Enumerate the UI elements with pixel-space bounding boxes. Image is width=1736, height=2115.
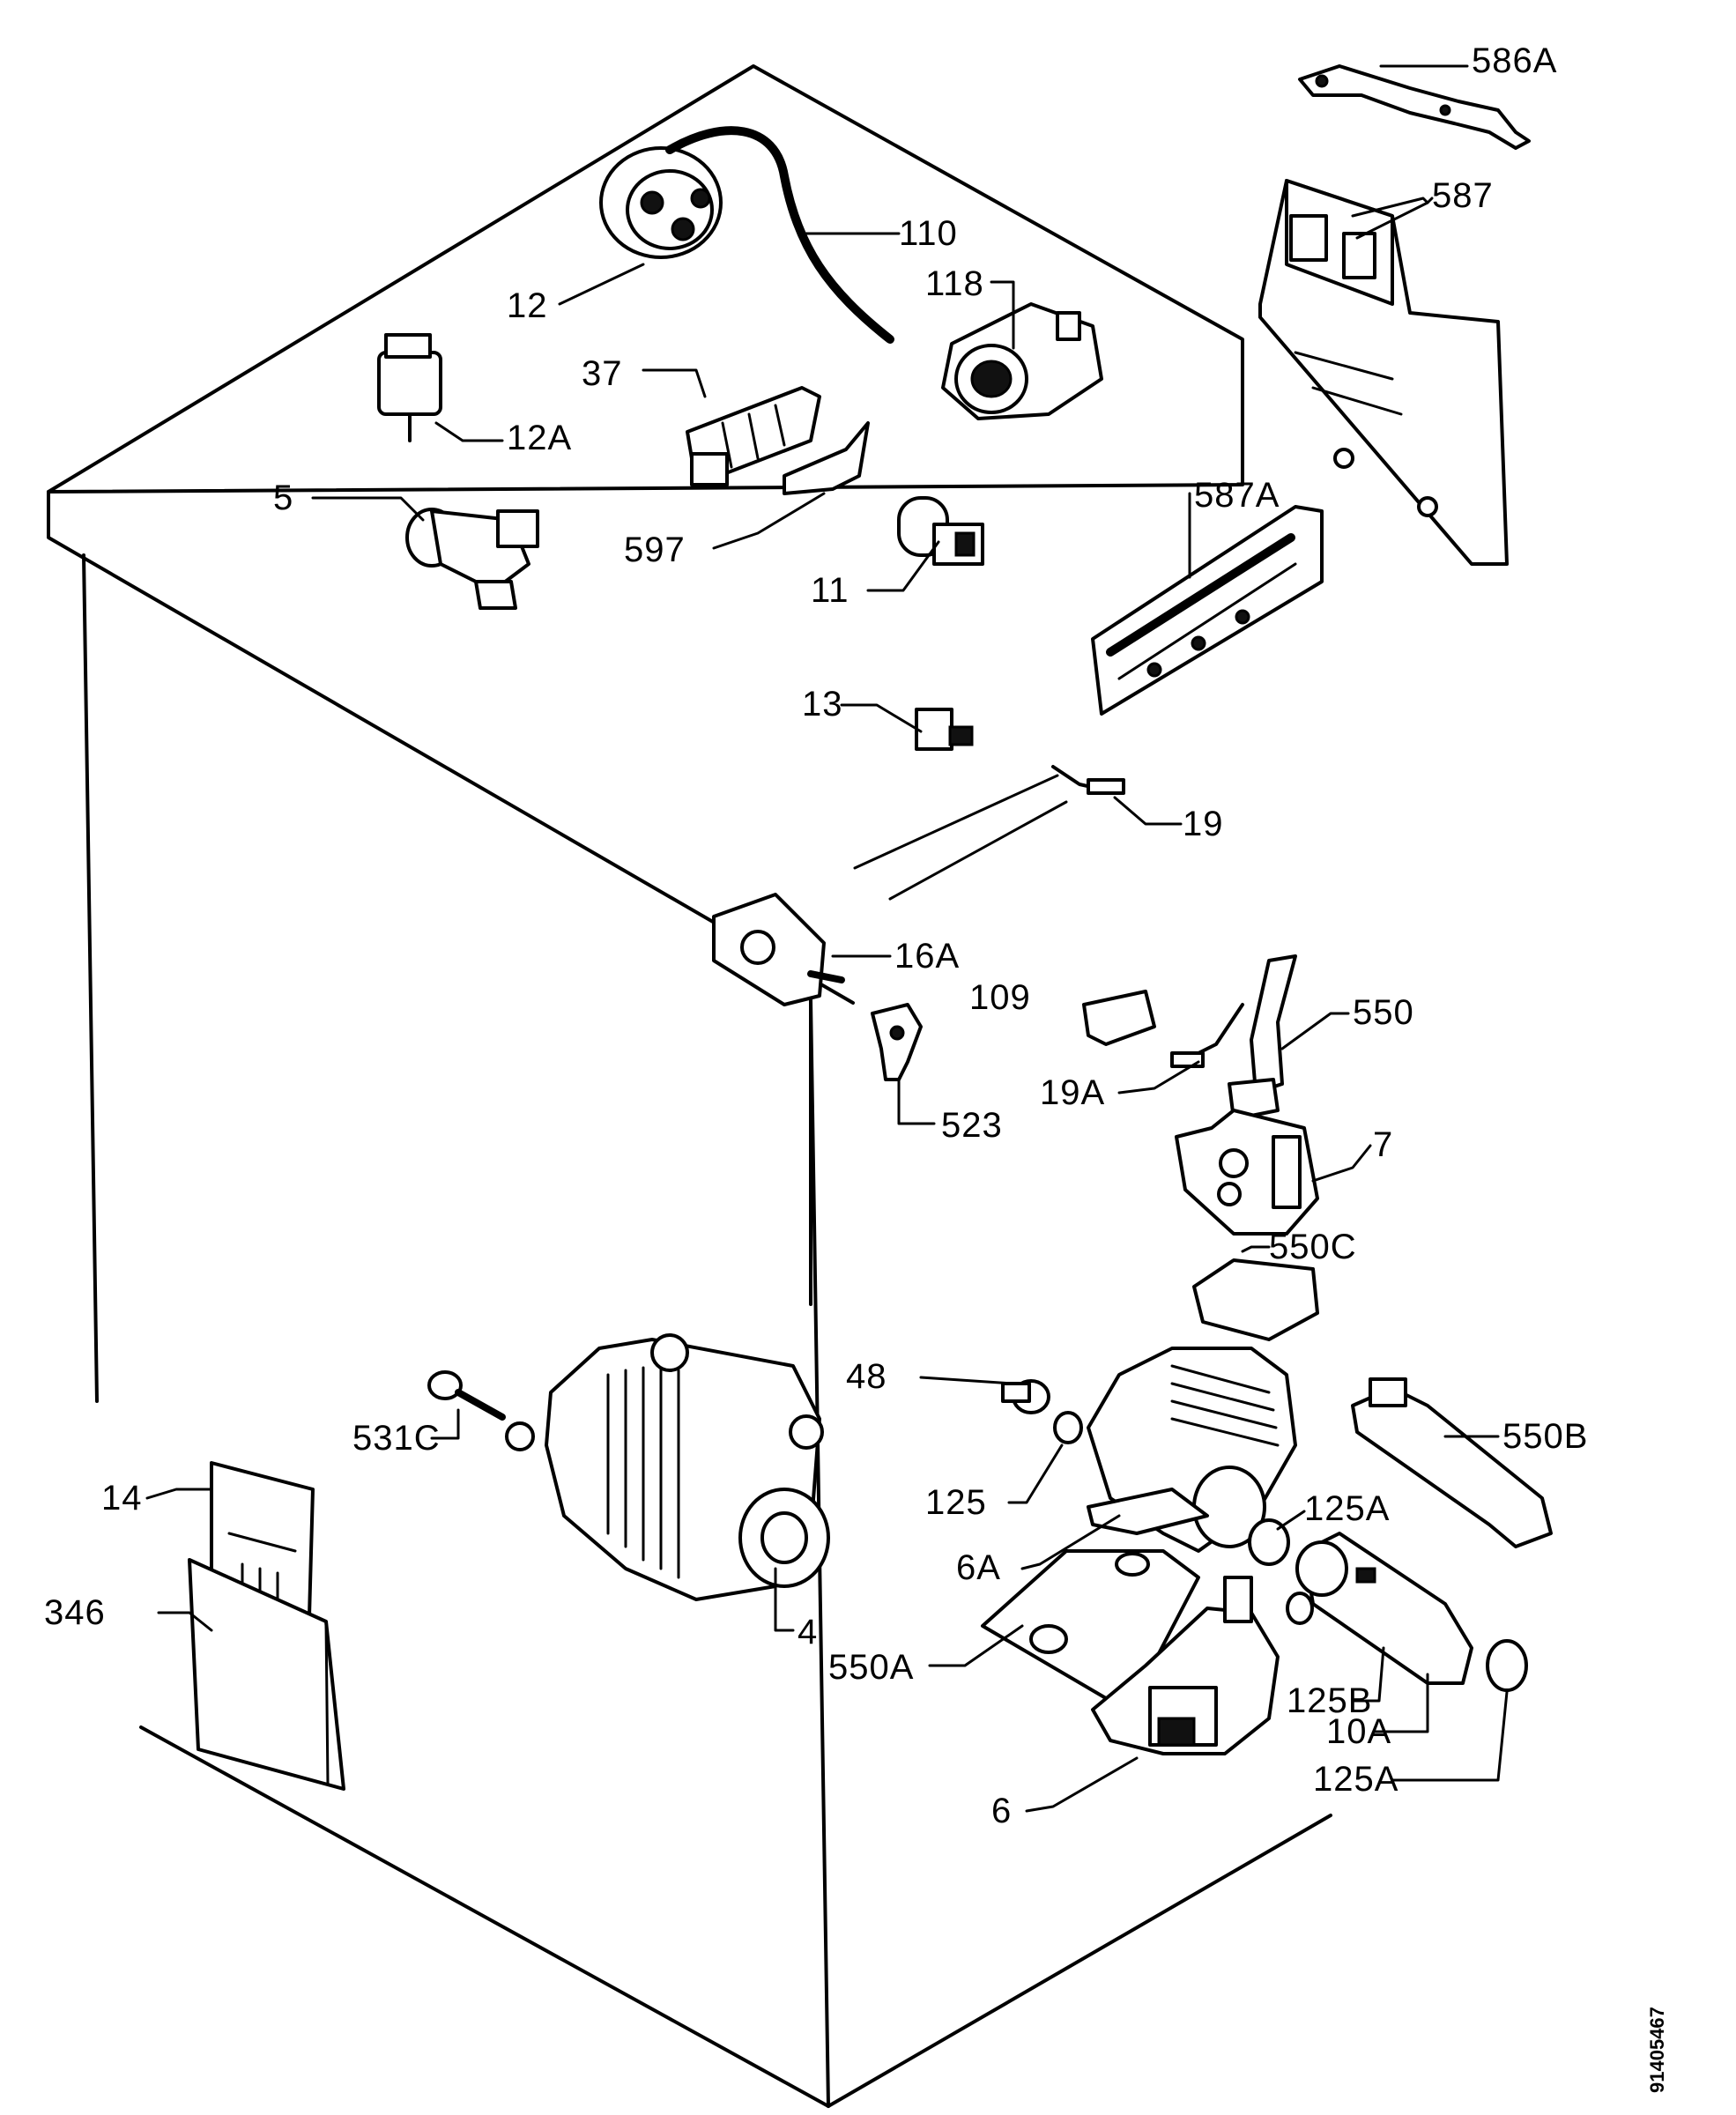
part-118-timer xyxy=(941,302,1103,420)
part-19-sensor xyxy=(1051,765,1125,795)
label-19a: 19A xyxy=(1040,1073,1105,1112)
part-13-connector xyxy=(915,708,974,751)
part-6a-bracket xyxy=(1087,1488,1209,1535)
label-5: 5 xyxy=(273,479,293,517)
label-346: 346 xyxy=(44,1593,106,1632)
document-id: 91405467 xyxy=(1646,2007,1668,2093)
leader-lines xyxy=(145,64,1509,1813)
label-10a: 10A xyxy=(1326,1712,1391,1751)
part-16a-switch xyxy=(712,893,845,1006)
label-587a: 587A xyxy=(1194,476,1280,515)
label-110: 110 xyxy=(899,214,958,253)
label-12: 12 xyxy=(507,286,548,325)
part-37-terminal-block xyxy=(686,386,821,486)
label-6a: 6A xyxy=(956,1548,1001,1587)
label-125a-bottom: 125A xyxy=(1313,1760,1398,1799)
part-550-door-lock xyxy=(1228,954,1297,1121)
label-16a: 16A xyxy=(894,937,960,976)
label-109: 109 xyxy=(969,978,1031,1017)
label-550: 550 xyxy=(1353,993,1414,1032)
part-550c-cover xyxy=(1192,1258,1319,1341)
label-12a: 12A xyxy=(507,419,572,457)
label-550c: 550C xyxy=(1269,1228,1357,1266)
label-125: 125 xyxy=(925,1483,987,1522)
part-531c-screw xyxy=(427,1370,506,1421)
part-586a-bracket xyxy=(1298,64,1531,150)
part-125b-seal xyxy=(1286,1592,1314,1625)
label-37: 37 xyxy=(582,354,623,393)
label-14: 14 xyxy=(101,1479,143,1518)
label-597: 597 xyxy=(624,531,686,569)
part-587a-circuit-board xyxy=(1091,505,1324,716)
label-531c: 531C xyxy=(352,1419,441,1458)
label-19: 19 xyxy=(1183,805,1224,843)
label-118: 118 xyxy=(925,264,984,303)
part-48-screw xyxy=(1001,1379,1050,1414)
label-125a-top: 125A xyxy=(1304,1489,1390,1528)
label-587: 587 xyxy=(1432,176,1494,215)
part-125-seal xyxy=(1053,1411,1083,1444)
part-19a-sensor xyxy=(1170,1003,1244,1068)
label-550a: 550A xyxy=(828,1648,914,1687)
part-12-pressure-switch xyxy=(599,146,723,259)
label-523: 523 xyxy=(941,1106,1003,1145)
part-12a-switch xyxy=(377,333,442,442)
part-10a-hose xyxy=(1295,1532,1473,1685)
cabinet-outline xyxy=(47,64,1332,2108)
part-5-solenoid-valve xyxy=(405,508,539,610)
part-346-dispenser-box xyxy=(188,1558,345,1791)
label-125b: 125B xyxy=(1287,1681,1372,1720)
label-7: 7 xyxy=(1373,1125,1393,1164)
label-11: 11 xyxy=(811,571,849,610)
part-550b-rail xyxy=(1351,1377,1553,1548)
part-7-door-interlock xyxy=(1175,1109,1319,1236)
part-523-lever xyxy=(871,1003,923,1081)
label-4: 4 xyxy=(798,1613,818,1651)
part-6-drain-pump xyxy=(1091,1576,1280,1755)
label-48: 48 xyxy=(846,1357,887,1396)
part-4-motor xyxy=(505,1333,830,1601)
part-11-capacitor xyxy=(897,496,984,566)
part-labels: 586A 587 110 12 118 37 12A 5 597 587A 11… xyxy=(44,41,1588,1830)
label-13: 13 xyxy=(802,685,843,724)
part-109-clip xyxy=(1082,990,1156,1046)
label-586a: 586A xyxy=(1472,41,1557,80)
part-110-hose xyxy=(665,126,894,344)
label-550b: 550B xyxy=(1502,1417,1588,1456)
part-125a-seal-bottom xyxy=(1486,1639,1528,1692)
part-125a-seal-top xyxy=(1248,1518,1290,1566)
label-6: 6 xyxy=(991,1792,1012,1830)
part-597-clip xyxy=(783,421,870,495)
